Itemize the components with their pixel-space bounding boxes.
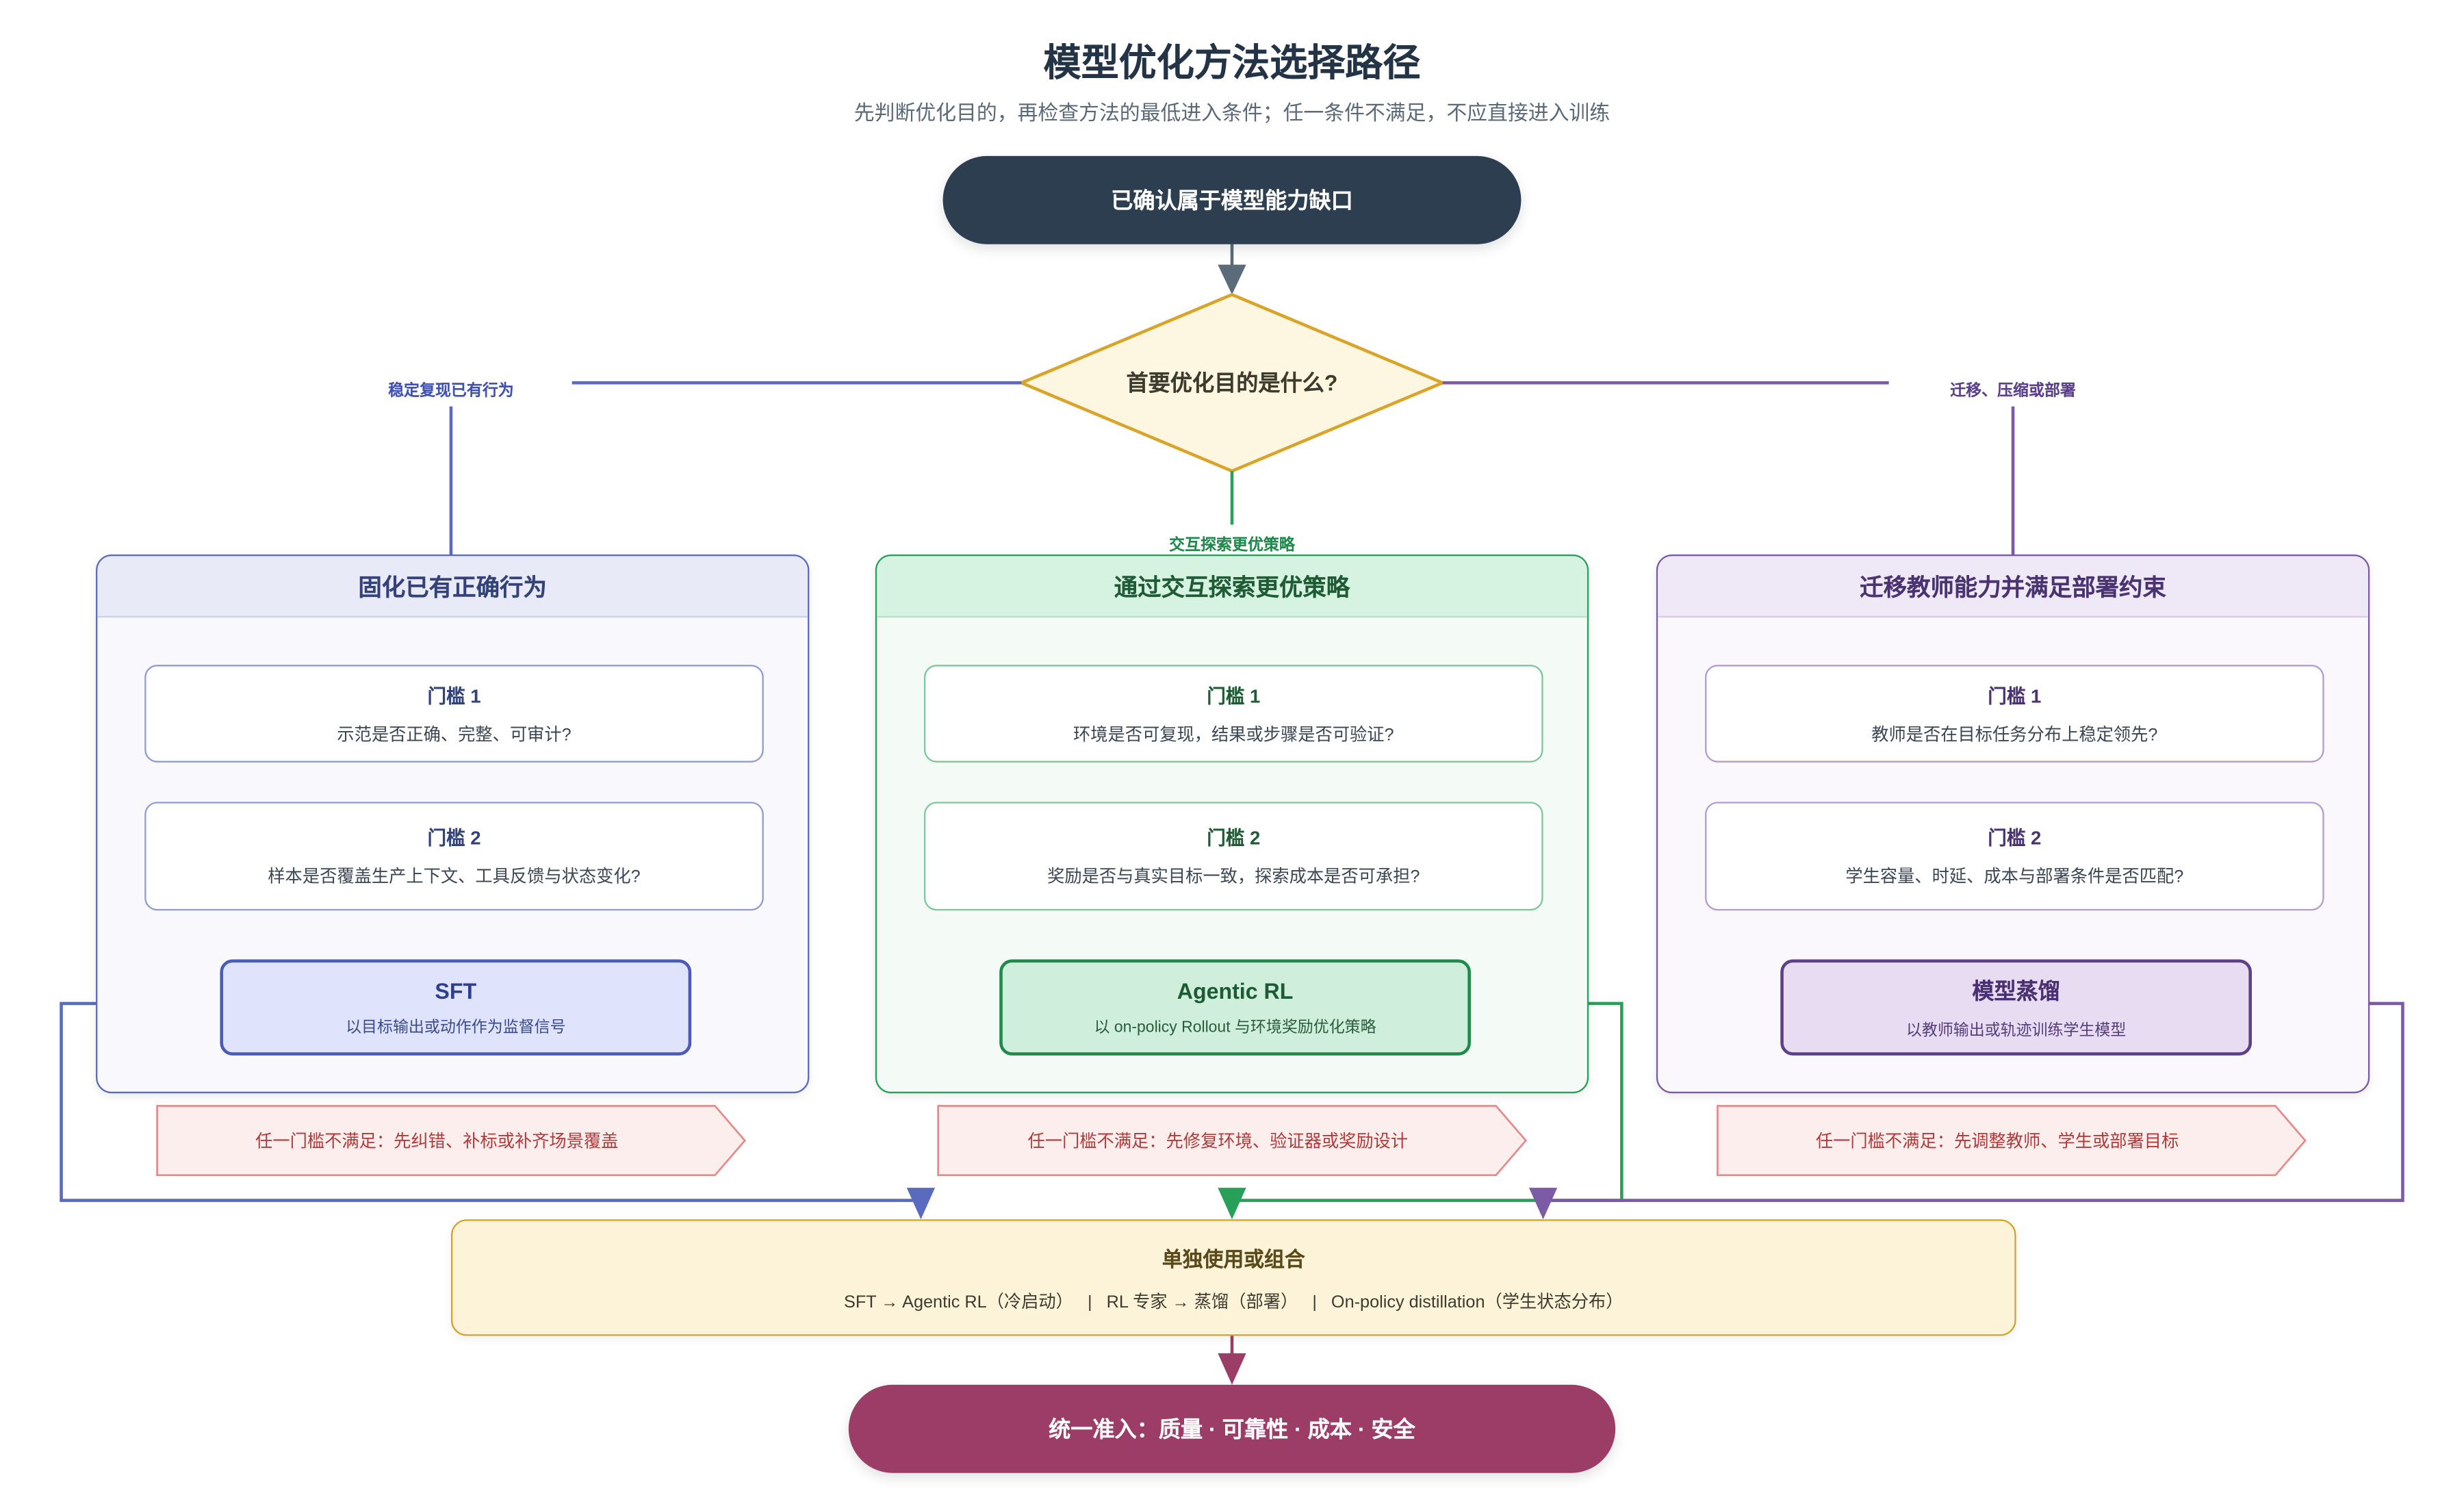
fail-note-distillation: 任一门槛不满足：先调整教师、学生或部署目标 [1716, 1104, 2307, 1177]
panel-distillation: 迁移教师能力并满足部署约束 门槛 1 教师是否在目标任务分布上稳定领先? 门槛 … [1656, 554, 2370, 1094]
panel-agentic-rl-gate-2: 门槛 2 奖励是否与真实目标一致，探索成本是否可承担? [923, 802, 1543, 911]
panel-sft: 固化已有正确行为 门槛 1 示范是否正确、完整、可审计? 门槛 2 样本是否覆盖… [96, 554, 810, 1094]
gate-title: 门槛 1 [1207, 684, 1261, 707]
rl-output-arrowhead [1218, 1188, 1246, 1220]
start-to-decision-arrowhead [1218, 264, 1246, 295]
combine-title: 单独使用或组合 [1162, 1247, 1305, 1271]
gate-description: 示范是否正确、完整、可审计? [337, 725, 572, 745]
panel-distillation-header: 迁移教师能力并满足部署约束 [1658, 556, 2368, 618]
panel-distillation-gate-1: 门槛 1 教师是否在目标任务分布上稳定领先? [1705, 665, 2324, 763]
page-subtitle: 先判断优化目的，再检查方法的最低进入条件；任一条件不满足，不应直接进入训练 [854, 101, 1610, 125]
fail-note-shape [1717, 1105, 2307, 1177]
panel-sft-header: 固化已有正确行为 [97, 556, 808, 618]
sft-output-arrowhead [906, 1188, 936, 1220]
panel-sft-gate-1: 门槛 1 示范是否正确、完整、可审计? [144, 665, 764, 763]
panel-agentic-rl: 通过交互探索更优策略 门槛 1 环境是否可复现，结果或步骤是否可验证? 门槛 2… [875, 554, 1589, 1094]
rl-output-line [1231, 1001, 1624, 1202]
gate-description: 样本是否覆盖生产上下文、工具反馈与状态变化? [268, 868, 641, 887]
method-name: 模型蒸馏 [1972, 978, 2060, 1004]
branch-label-stable: 稳定复现已有行为 [388, 383, 514, 400]
gate-description: 学生容量、时延、成本与部署条件是否匹配? [1845, 868, 2184, 887]
gate-title: 门槛 2 [427, 827, 481, 850]
combine-options: SFT → Agentic RL（冷启动） | RL 专家 → 蒸馏（部署） |… [843, 1292, 1624, 1312]
branch-label-transfer: 迁移、压缩或部署 [1950, 383, 2076, 400]
panel-distillation-gate-2: 门槛 2 学生容量、时延、成本与部署条件是否匹配? [1705, 802, 2324, 911]
gate-title: 门槛 1 [1988, 684, 2042, 707]
sft-output-line [60, 1001, 921, 1202]
panel-agentic-rl-gate-1: 门槛 1 环境是否可复现，结果或步骤是否可验证? [923, 665, 1543, 763]
fail-note-sft: 任一门槛不满足：先纠错、补标或补齐场景覆盖 [155, 1104, 747, 1177]
page-title: 模型优化方法选择路径 [1043, 42, 1421, 86]
decision-question: 首要优化目的是什么? [1126, 370, 1338, 396]
method-sft: SFT 以目标输出或动作作为监督信号 [220, 959, 692, 1056]
end-node: 统一准入：质量 · 可靠性 · 成本 · 安全 [848, 1384, 1616, 1473]
fail-note-text: 任一门槛不满足：先修复环境、验证器或奖励设计 [1027, 1132, 1409, 1152]
method-agentic-rl: Agentic RL 以 on-policy Rollout 与环境奖励优化策略 [999, 959, 1471, 1056]
gate-title: 门槛 2 [1988, 827, 2042, 850]
gate-title: 门槛 1 [427, 684, 481, 707]
combine-box: 单独使用或组合 SFT → Agentic RL（冷启动） | RL 专家 → … [450, 1219, 2016, 1336]
fail-note-text: 任一门槛不满足：先纠错、补标或补齐场景覆盖 [255, 1132, 619, 1152]
method-description: 以 on-policy Rollout 与环境奖励优化策略 [1094, 1019, 1376, 1037]
distill-output-line [1543, 1001, 2404, 1202]
method-distillation: 模型蒸馏 以教师输出或轨迹训练学生模型 [1780, 959, 2253, 1056]
gate-title: 门槛 2 [1207, 827, 1261, 850]
start-node: 已确认属于模型能力缺口 [942, 155, 1522, 244]
gate-description: 奖励是否与真实目标一致，探索成本是否可承担? [1047, 868, 1420, 887]
method-description: 以教师输出或轨迹训练学生模型 [1905, 1022, 2127, 1040]
method-description: 以目标输出或动作作为监督信号 [346, 1019, 566, 1037]
method-name: SFT [435, 978, 477, 1004]
panel-agentic-rl-header: 通过交互探索更优策略 [877, 556, 1587, 618]
combine-to-end-arrowhead [1218, 1353, 1246, 1385]
gate-description: 教师是否在目标任务分布上稳定领先? [1871, 725, 2158, 745]
panel-sft-gate-2: 门槛 2 样本是否覆盖生产上下文、工具反馈与状态变化? [144, 802, 764, 911]
fail-note-shape [156, 1105, 747, 1177]
fail-note-shape [937, 1105, 1528, 1177]
fail-note-rl: 任一门槛不满足：先修复环境、验证器或奖励设计 [936, 1104, 1528, 1177]
method-name: Agentic RL [1177, 978, 1294, 1004]
gate-description: 环境是否可复现，结果或步骤是否可验证? [1073, 725, 1394, 745]
distill-output-arrowhead [1528, 1188, 1558, 1220]
branch-label-explore: 交互探索更优策略 [1169, 537, 1295, 555]
fail-note-text: 任一门槛不满足：先调整教师、学生或部署目标 [1815, 1132, 2179, 1152]
